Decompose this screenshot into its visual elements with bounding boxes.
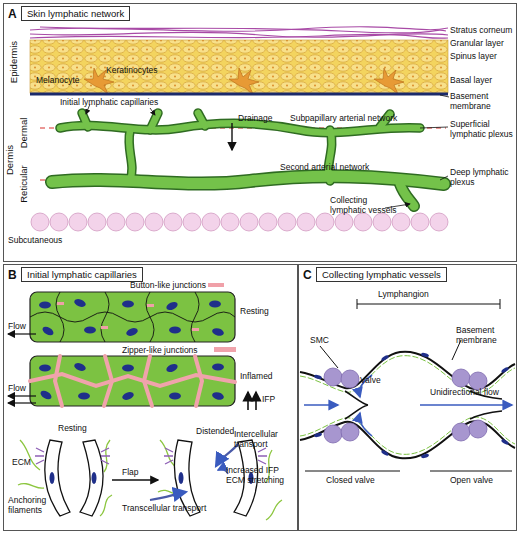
annotation-label: Anchoring filaments	[8, 496, 68, 515]
annotation-label: Second arterial network	[280, 163, 400, 173]
annotation-label: Melanocyte	[36, 76, 79, 86]
pointer-arrows	[86, 104, 448, 208]
annotation-label: Resting	[240, 307, 269, 317]
annotation-label: Flow	[8, 384, 26, 394]
annotation-label: Basement membrane	[450, 92, 514, 111]
lymphatic-network	[52, 113, 444, 206]
annotation-label: IFP	[262, 395, 275, 405]
annotation-label: Transcellular transport	[122, 504, 212, 514]
annotation-label: Epidermis	[9, 41, 20, 83]
resting-capillary	[8, 283, 235, 342]
annotation-label: Inflamed	[240, 372, 273, 382]
annotation-label: Intercellular transport	[234, 430, 294, 449]
flow-arrows	[304, 375, 512, 436]
annotation-label: Open valve	[450, 476, 493, 486]
annotation-label: Stratus corneum	[450, 26, 512, 36]
inflamed-capillary	[8, 347, 256, 410]
panel-box: C Collecting lymphatic vessels	[298, 264, 517, 531]
annotation-label: Dermis	[5, 145, 16, 175]
annotation-label: Subcutaneous	[8, 236, 62, 246]
annotation-label: SMC	[310, 336, 329, 346]
collecting-vessel	[300, 352, 515, 459]
annotation-label: Collecting lymphatic vessels	[330, 196, 400, 215]
annotation-label: Drainage	[238, 114, 273, 124]
annotation-label: Distended	[196, 427, 234, 437]
panel-letter: A	[8, 7, 17, 21]
annotation-label: Increased IFP ECM stretching	[226, 466, 294, 485]
lymphangion-bar	[357, 299, 500, 309]
leader-line	[440, 95, 449, 97]
annotation-label: Granular layer	[450, 39, 504, 49]
annotation-label: Flow	[8, 322, 26, 332]
annotation-label: Closed valve	[326, 476, 375, 486]
panel-title: Collecting lymphatic vessels	[316, 267, 447, 282]
annotation-label: Initial lymphatic capillaries	[60, 98, 190, 108]
panel-title: Skin lymphatic network	[21, 6, 130, 21]
basement-membrane	[30, 93, 448, 96]
panel-letter: B	[8, 268, 17, 282]
annotation-label: Lymphangion	[378, 290, 429, 300]
annotation-label: Spinus layer	[450, 52, 497, 62]
annotation-label: Unidirectional flow	[430, 388, 512, 398]
panel-letter: C	[303, 268, 312, 282]
epidermis-cells	[30, 40, 448, 93]
panel-box: B Initial lymphatic capillaries	[3, 264, 298, 531]
panel-box: A Skin lymphatic network	[3, 3, 517, 262]
annotation-label: Button-like junctions	[130, 281, 206, 291]
stratum-corneum	[30, 27, 448, 39]
annotation-label: Subpapillary arterial network	[290, 114, 430, 124]
annotation-label: Basal layer	[450, 76, 492, 86]
annotation-label: Reticular	[19, 165, 30, 203]
panel-title: Initial lymphatic capillaries	[21, 267, 143, 282]
annotation-label: Superficial lymphatic plexus	[450, 120, 514, 139]
annotation-label: ECM	[12, 458, 31, 468]
annotation-label: Basement membrane	[456, 326, 512, 345]
annotation-label: Dermal	[19, 118, 30, 149]
annotation-label: Zipper-like junctions	[122, 346, 198, 356]
state-bars	[305, 340, 512, 471]
annotation-label: Valve	[360, 376, 381, 386]
annotation-label: Flap	[122, 468, 139, 478]
annotation-label: Deep lymphatic plexus	[450, 168, 514, 187]
annotation-label: Keratinocytes	[106, 66, 158, 76]
annotation-label: Resting	[58, 424, 87, 434]
subcutaneous-cells	[31, 213, 448, 231]
